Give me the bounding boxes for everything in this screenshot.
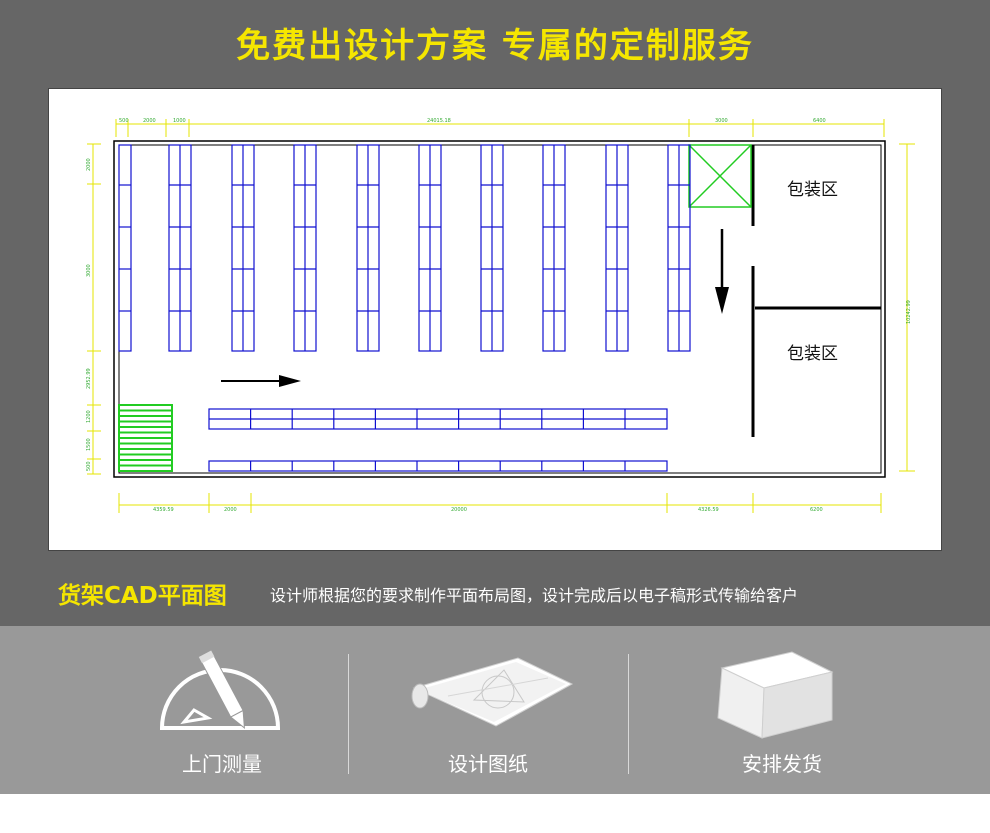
bottom-margin xyxy=(0,794,990,833)
dim-bottom-5: 6200 xyxy=(810,507,823,513)
vertical-rack xyxy=(168,144,192,352)
left-dimension-lines xyxy=(87,143,101,475)
vertical-rack xyxy=(293,144,317,352)
vertical-rack xyxy=(356,144,380,352)
step-ship-label: 安排发货 xyxy=(742,752,822,776)
dim-top-5: 3000 xyxy=(715,118,728,124)
floor-plan-drawing: 500 2000 1000 24015.18 3000 6400 2000 xyxy=(86,118,915,513)
dim-top-3: 1000 xyxy=(173,118,186,124)
outer-wall xyxy=(113,140,886,478)
step-design-label: 设计图纸 xyxy=(448,752,528,776)
bottom-dimension-lines xyxy=(118,493,882,513)
caption-title: 货架CAD平面图 xyxy=(58,583,227,609)
step-ship: 安排发货 xyxy=(652,626,912,794)
process-steps: 上门测量 设计图纸 安排发货 xyxy=(0,626,990,794)
vertical-rack xyxy=(418,144,442,352)
dim-left-1: 2000 xyxy=(86,158,92,171)
divider-2 xyxy=(628,654,629,774)
caption-description: 设计师根据您的要求制作平面布局图，设计完成后以电子稿形式传输给客户 xyxy=(270,586,799,605)
page-title: 免费出设计方案 专属的定制服务 xyxy=(236,26,754,66)
top-dimension-lines xyxy=(115,119,885,137)
cad-floor-plan: 500 2000 1000 24015.18 3000 6400 2000 xyxy=(48,88,942,551)
dim-bottom-2: 2000 xyxy=(224,507,237,513)
dim-left-5: 1500 xyxy=(86,438,92,451)
top-section: 免费出设计方案 专属的定制服务 500 2000 1000 24015.18 3… xyxy=(0,0,990,626)
step-design: 设计图纸 xyxy=(358,626,618,794)
step-measure-label: 上门测量 xyxy=(182,752,262,776)
dim-top-1: 500 xyxy=(119,118,129,124)
vertical-rack xyxy=(480,144,504,352)
vertical-rack xyxy=(667,144,691,352)
packaging-partitions xyxy=(751,145,881,437)
flow-arrow-right xyxy=(221,375,301,387)
stair xyxy=(118,404,173,472)
horizontal-rack-row xyxy=(208,460,668,472)
dim-top-6: 6400 xyxy=(813,118,826,124)
shipping-box-icon xyxy=(717,651,834,739)
vertical-racks xyxy=(118,144,691,352)
blueprint-scroll-icon xyxy=(411,657,574,727)
vertical-rack xyxy=(231,144,255,352)
dim-left-4: 1200 xyxy=(86,410,92,423)
dim-left-2: 3000 xyxy=(86,264,92,277)
dim-right: 10242.99 xyxy=(906,300,912,324)
dim-top-4: 24015.18 xyxy=(427,118,451,124)
packaging-area-label-1: 包装区 xyxy=(787,180,838,200)
right-dimension-line xyxy=(899,143,915,472)
dim-bottom-4: 4326.59 xyxy=(698,507,719,513)
dim-left-3: 2952.99 xyxy=(86,368,92,389)
dim-bottom-3: 20000 xyxy=(451,507,467,513)
vertical-rack xyxy=(118,144,132,352)
dim-bottom-1: 4359.59 xyxy=(153,507,174,513)
divider-1 xyxy=(348,654,349,774)
vertical-rack xyxy=(542,144,566,352)
horizontal-racks xyxy=(208,408,668,472)
dim-top-2: 2000 xyxy=(143,118,156,124)
packaging-area-label-2: 包装区 xyxy=(787,344,838,364)
dim-left-6: 500 xyxy=(86,461,92,471)
horizontal-rack-row xyxy=(208,408,668,430)
step-measure: 上门测量 xyxy=(92,626,352,794)
elevator-box xyxy=(688,144,752,208)
vertical-rack xyxy=(605,144,629,352)
pencil-protractor-icon xyxy=(159,650,281,730)
flow-arrow-down xyxy=(715,229,729,314)
